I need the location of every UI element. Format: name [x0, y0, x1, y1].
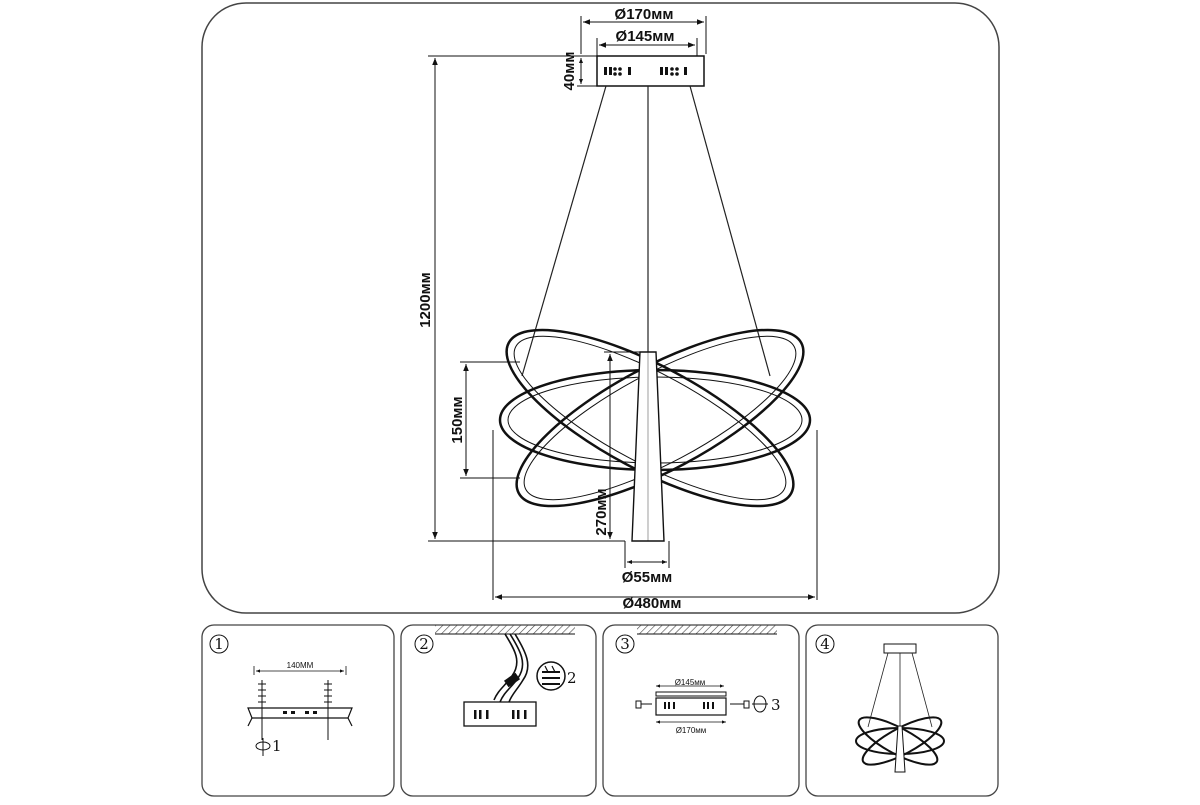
- mini-canopy: [883, 643, 917, 654]
- mini-cone: [894, 725, 906, 773]
- side-screw-right: [730, 700, 750, 709]
- canopy-outer-label: Ø170мм: [615, 6, 674, 23]
- center-cone: [631, 351, 665, 542]
- power-wires: [493, 633, 529, 703]
- ring-height-label: 150мм: [449, 396, 466, 443]
- canopy-outer-dim: Ø170мм: [580, 6, 707, 54]
- step-3-number: 3: [620, 635, 630, 653]
- cone-diameter-label: Ø55мм: [622, 569, 673, 586]
- canopy-holes-right: [660, 67, 687, 76]
- canopy: [596, 55, 705, 87]
- step-3-panel: 3 Ø145мм Ø170мм 3: [602, 624, 800, 797]
- ring-diameter-label: Ø480мм: [623, 595, 682, 612]
- cone-height-label: 270мм: [593, 488, 610, 535]
- ceiling-hatch: [435, 625, 575, 634]
- canopy-inner-label: Ø145мм: [616, 28, 675, 45]
- ring-diameter-dim: Ø480мм: [492, 430, 818, 612]
- step-2-callout: 2: [567, 669, 577, 687]
- step-3-dim-top: Ø145мм: [675, 678, 706, 687]
- step-1-panel: 1 140MM 1: [201, 624, 395, 797]
- ring-height-dim: 150мм: [449, 361, 520, 479]
- step-3-callout: 3: [771, 696, 781, 714]
- rotate-icon: [752, 695, 768, 713]
- step-1-callout: 1: [272, 737, 282, 755]
- step-1-dim-label: 140MM: [287, 661, 314, 670]
- step-4-number: 4: [820, 635, 830, 653]
- canopy-height-label: 40мм: [561, 52, 578, 91]
- cone-diameter-dim: Ø55мм: [622, 541, 673, 586]
- total-height-label: 1200мм: [417, 272, 434, 328]
- screw-right: [324, 680, 332, 740]
- step-3-dim-bottom: Ø170мм: [676, 726, 707, 735]
- canopy-box: [655, 697, 727, 716]
- canopy-height-dim: 40мм: [561, 52, 597, 91]
- screw-left: [258, 680, 266, 740]
- side-screw-left: [635, 700, 652, 709]
- screwdriver-icon: [255, 738, 271, 756]
- step-2-panel: 2 2: [400, 624, 597, 797]
- ceiling-hatch: [637, 625, 777, 634]
- step-2-number: 2: [419, 635, 429, 653]
- mounting-bracket: [247, 707, 353, 727]
- canopy-holes-left: [604, 67, 631, 76]
- main-panel: [201, 2, 1000, 614]
- terminal-detail-icon: [536, 661, 566, 691]
- bracket-plate: [655, 691, 727, 697]
- canopy-inner-dim: Ø145мм: [596, 28, 698, 56]
- step-1-number: 1: [214, 635, 224, 653]
- suspension-cables: [521, 85, 771, 377]
- step-4-panel: 4: [805, 624, 999, 797]
- cone-height-dim: 270мм: [593, 351, 642, 539]
- total-height-dim: 1200мм: [417, 55, 625, 542]
